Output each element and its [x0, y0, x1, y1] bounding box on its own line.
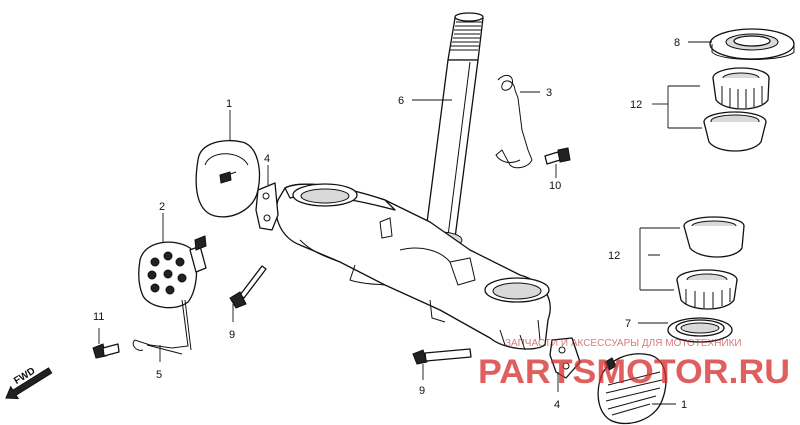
bolt-9-left — [229, 265, 267, 309]
leader-lines — [98, 41, 712, 405]
stem-cap-bottom — [597, 353, 667, 425]
horn-stay — [132, 299, 192, 355]
watermark-text: PARTSMOTOR.RU — [478, 353, 790, 391]
adjusting-nut — [709, 28, 795, 60]
lower-race — [683, 216, 745, 258]
upper-bearing — [712, 67, 770, 110]
watermark: ЗАПЧАСТИ И АКСЕССУАРЫ ДЛЯ МОТОТЕХНИКИ PA… — [478, 338, 790, 391]
callout-11: 11 — [93, 311, 104, 323]
callout-3: 3 — [546, 87, 552, 99]
fork-bottom-bridge — [275, 183, 551, 351]
callout-12-bottom: 12 — [608, 250, 620, 262]
callout-9-bottom: 9 — [419, 385, 425, 397]
callout-9-left: 9 — [229, 329, 235, 341]
callout-1-top: 1 — [226, 98, 232, 110]
steering-stem — [417, 12, 484, 249]
callout-labels: 1 1 2 3 4 4 5 6 7 8 9 9 10 11 12 12 — [93, 37, 687, 411]
bolt-10 — [544, 147, 571, 165]
callout-4-top: 4 — [264, 153, 270, 165]
callout-1-bottom: 1 — [681, 399, 687, 411]
bracket-4-top — [255, 182, 279, 231]
stem-cap-top — [195, 139, 261, 218]
callout-5: 5 — [156, 369, 162, 381]
callout-12-top: 12 — [630, 99, 642, 111]
lower-bearing — [676, 269, 738, 310]
horn-assembly — [138, 235, 207, 309]
upper-race — [703, 111, 767, 152]
bolt-11 — [92, 343, 120, 359]
callout-2: 2 — [159, 201, 165, 213]
bracket-4-bottom — [549, 337, 581, 379]
callout-10: 10 — [549, 180, 561, 192]
callout-4-bottom: 4 — [554, 399, 560, 411]
callout-8: 8 — [674, 37, 680, 49]
dust-seal — [667, 317, 733, 343]
fwd-arrow: FWD — [5, 366, 53, 400]
callout-7: 7 — [625, 318, 631, 330]
wire-clip — [495, 74, 533, 169]
watermark-subtext: ЗАПЧАСТИ И АКСЕССУАРЫ ДЛЯ МОТОТЕХНИКИ — [505, 338, 742, 349]
bolt-9-bottom — [412, 348, 472, 365]
callout-6: 6 — [398, 95, 404, 107]
